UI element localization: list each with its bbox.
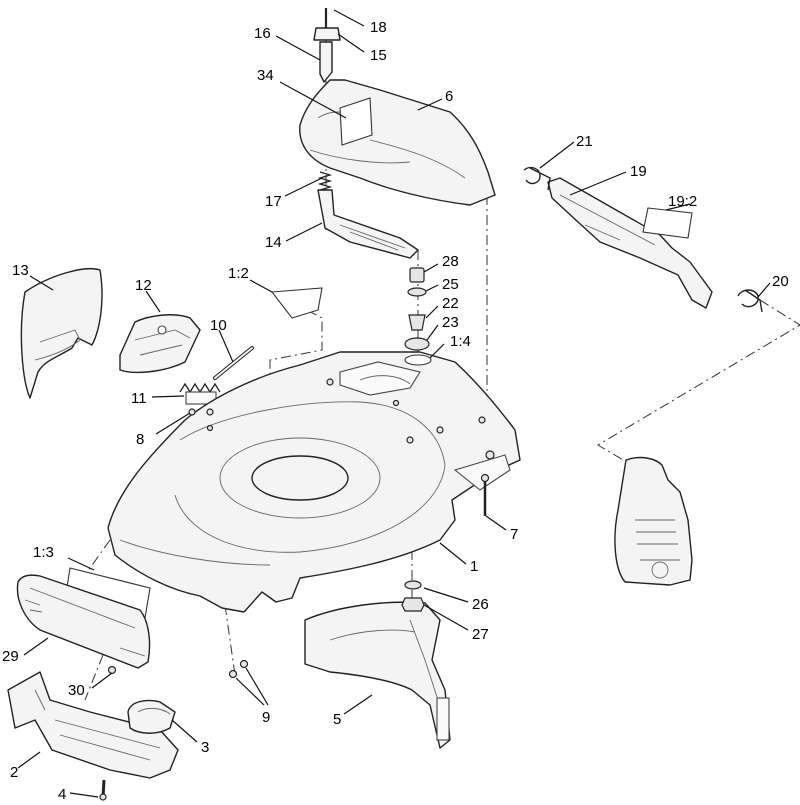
callout-14: 14 <box>265 234 282 251</box>
callout-10: 10 <box>210 317 227 334</box>
callout-9: 9 <box>262 709 270 726</box>
callout-1: 1 <box>470 558 478 575</box>
callout-3: 3 <box>201 739 209 756</box>
height-adjust-stack <box>404 267 432 366</box>
part-7-bolt <box>480 473 490 516</box>
part-1-deck <box>107 351 521 613</box>
leader-lines <box>17 9 771 798</box>
part-17-spring <box>317 171 333 191</box>
callout-23: 23 <box>442 314 459 331</box>
part-4-screw <box>99 779 107 801</box>
side-plate-assembly <box>614 456 693 586</box>
callout-27: 27 <box>472 626 489 643</box>
part-25-washer <box>407 287 427 297</box>
part-19-2-decal <box>642 207 693 239</box>
part-16-shaft <box>319 41 333 83</box>
part-2-bracket <box>7 671 179 779</box>
callout-8: 8 <box>136 431 144 448</box>
part-9-bolts <box>228 659 249 679</box>
callout-25: 25 <box>442 276 459 293</box>
callout-11: 11 <box>131 390 147 407</box>
part-29-bumper <box>16 574 151 669</box>
callout-17: 17 <box>265 193 282 210</box>
part-28-cap <box>409 267 425 283</box>
callout-15: 15 <box>370 47 387 64</box>
part-23-knob <box>404 337 430 351</box>
part-30-screw <box>107 665 117 675</box>
callout-29: 29 <box>2 648 19 665</box>
part-11-spring <box>179 382 221 405</box>
callout-18: 18 <box>370 19 387 36</box>
callout-21: 21 <box>576 133 593 150</box>
part-27-nut <box>401 597 425 612</box>
callout-1-3: 1:3 <box>33 544 54 561</box>
part-20-spring <box>737 289 763 313</box>
part-1-2-decal <box>270 287 323 319</box>
callout-19-2: 19:2 <box>668 193 697 210</box>
part-34-decal <box>339 97 373 146</box>
callout-19: 19 <box>630 163 647 180</box>
callout-7: 7 <box>510 526 518 543</box>
callout-34: 34 <box>257 67 274 84</box>
callout-30: 30 <box>68 682 85 699</box>
part-21-spring <box>523 166 551 191</box>
callout-1-4: 1:4 <box>450 333 471 350</box>
callout-26: 26 <box>472 596 489 613</box>
callout-13: 13 <box>12 262 29 279</box>
callout-20: 20 <box>772 273 789 290</box>
part-13-side-flap <box>20 268 103 399</box>
part-1-4-decal <box>404 354 432 366</box>
callout-2: 2 <box>10 764 18 781</box>
part-5-baffle <box>304 601 451 749</box>
part-3-knob <box>127 699 176 734</box>
part-14-lever <box>317 189 419 259</box>
part-22-bushing <box>408 314 426 331</box>
part-10-rod <box>213 346 254 380</box>
part-15-knob <box>313 27 341 41</box>
part-19-handle <box>547 177 713 309</box>
callout-16: 16 <box>254 25 271 42</box>
callout-labels: 18 16 15 34 6 21 19 17 19:2 14 13 12 1:2… <box>2 19 789 803</box>
part-8-fastener <box>188 408 214 416</box>
callout-1-2: 1:2 <box>228 265 249 282</box>
part-12-bracket <box>119 314 201 374</box>
callout-5: 5 <box>333 711 341 728</box>
callout-28: 28 <box>442 253 459 270</box>
part-26-washer <box>404 580 422 590</box>
callout-6: 6 <box>445 88 453 105</box>
callout-4: 4 <box>58 786 66 803</box>
callout-22: 22 <box>442 295 459 312</box>
callout-12: 12 <box>135 277 152 294</box>
